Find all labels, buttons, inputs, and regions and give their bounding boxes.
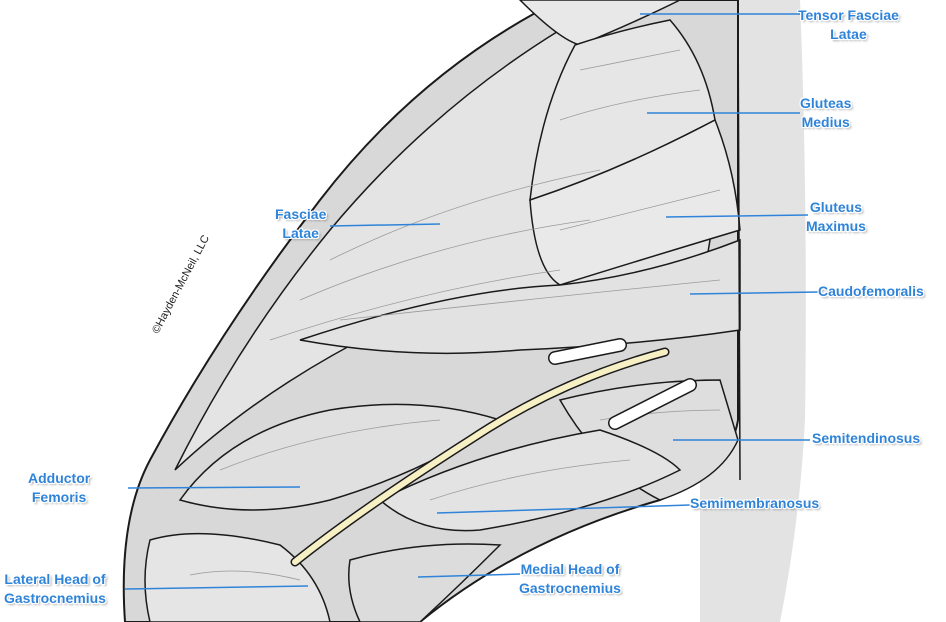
label-semimembranosus: Semimembranosus [690, 495, 820, 511]
leader-line-caudofemoralis [689, 291, 819, 295]
leader-lines [124, 13, 819, 590]
muscle-fibers [189, 49, 721, 581]
label-gluteas-medius: Gluteas Medius [800, 95, 852, 130]
leader-line-semimembranosus [436, 504, 691, 514]
label-lateral-head-gastrocnemius: Lateral Head of Gastrocnemius [4, 571, 106, 606]
label-gluteus-maximus: Gluteus Maximus [806, 199, 866, 234]
label-semitendinosus: Semitendinosus [812, 430, 921, 446]
label-caudofemoralis: Caudofemoralis [818, 283, 924, 299]
caudofemoralis-muscle [299, 238, 741, 355]
sciatic-nerve-fill [292, 349, 668, 565]
gluteus-maximus-muscle [529, 118, 741, 286]
midline-edge [737, 0, 741, 481]
label-adductor-femoris: Adductor Femoris [28, 470, 91, 505]
leader-line-medial-gastrocnemius [417, 573, 521, 578]
leader-line-lateral-gastrocnemius [124, 585, 309, 590]
leader-line-fasciae-latae [329, 223, 441, 227]
label-medial-head-gastrocnemius: Medial Head of Gastrocnemius [519, 561, 621, 596]
leader-line-gluteus-maximus [665, 214, 809, 218]
lateral-gastrocnemius-muscle [144, 532, 331, 622]
leader-line-adductor [127, 486, 301, 489]
medial-gastrocnemius-muscle [348, 543, 502, 622]
blood-vessels [548, 338, 697, 430]
label-fasciae-latae: Fasciae Latae [275, 206, 327, 241]
semimembranosus-muscle [378, 429, 682, 532]
label-tensor-fasciae-latae: Tensor Fasciae Latae [798, 7, 899, 42]
